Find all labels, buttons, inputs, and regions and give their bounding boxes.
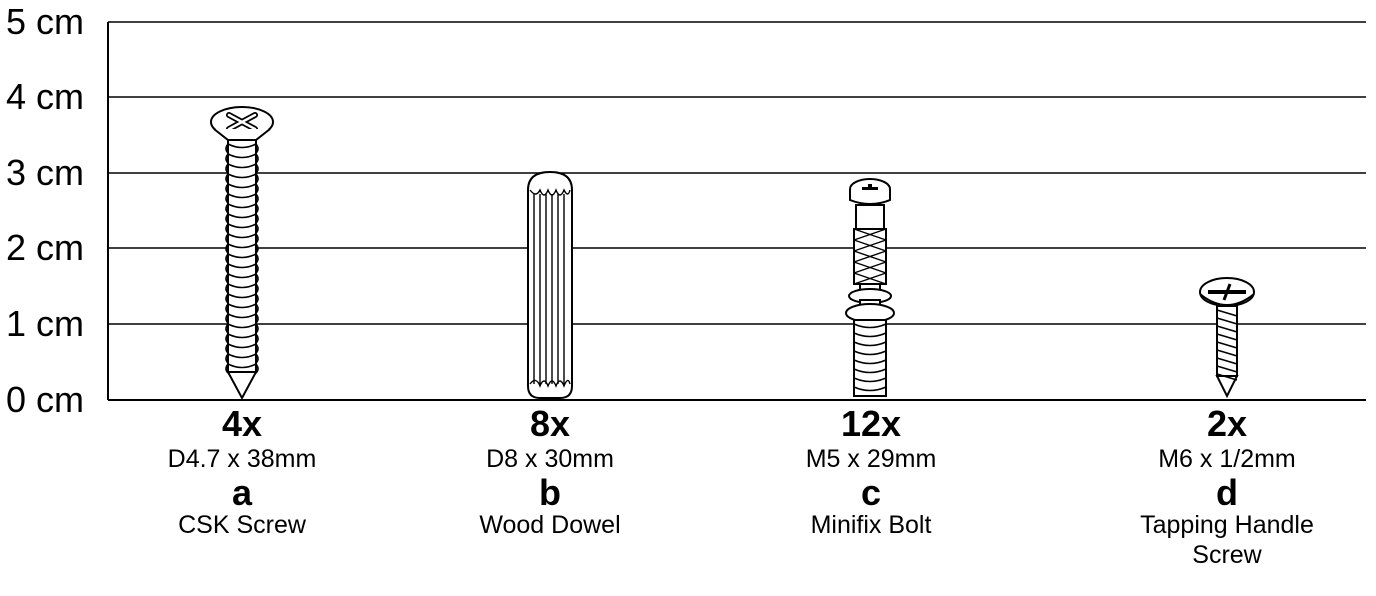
- bolt-thread-line: [853, 377, 887, 383]
- screw-thread-line: [227, 263, 257, 269]
- minifix-bolt-icon: [845, 178, 895, 397]
- bolt-knurl-line: [853, 239, 887, 252]
- screw-thread-line: [227, 183, 257, 189]
- screw-thread-line: [227, 233, 257, 239]
- screw-thread-edge: [225, 303, 259, 314]
- screw-thread-line: [1216, 357, 1238, 365]
- part-quantity: 12x: [840, 403, 902, 444]
- part-size: D8 x 30mm: [486, 445, 614, 473]
- scale-label-2cm: 2 cm: [6, 227, 85, 268]
- part-name: Wood Dowel: [479, 511, 621, 539]
- part-size: D4.7 x 38mm: [167, 445, 317, 473]
- part-name: Tapping Handle Screw: [1140, 511, 1314, 569]
- part-d: 2x M6 x 1/2mm d Tapping Handle Screw: [1097, 404, 1357, 570]
- screw-thread-edge: [225, 253, 259, 264]
- bolt-thread-line: [853, 368, 887, 374]
- scale-label-1cm: 1 cm: [6, 303, 85, 344]
- part-letter: a: [231, 472, 253, 513]
- part-letter: b: [539, 472, 561, 513]
- screw-thread-edge: [225, 273, 259, 284]
- scale-label-3cm: 3 cm: [6, 152, 85, 193]
- wood-dowel-icon: [527, 170, 573, 399]
- screw-thread-edge: [225, 243, 259, 254]
- part-b: 8x D8 x 30mm b Wood Dowel: [420, 404, 680, 540]
- screw-thread-line: [227, 283, 257, 289]
- screw-thread-edge: [225, 283, 259, 294]
- screw-thread-line: [227, 153, 257, 159]
- screw-thread-line: [227, 293, 257, 299]
- screw-thread-edge: [225, 213, 259, 224]
- screw-thread-line: [1216, 325, 1238, 333]
- screw-thread-line: [227, 253, 257, 259]
- countersunk-screw-icon: [210, 106, 274, 401]
- bolt-knurl-line: [853, 261, 887, 274]
- part-letter: d: [1216, 472, 1238, 513]
- screw-thread-line: [1216, 309, 1238, 317]
- part-name: CSK Screw: [178, 511, 306, 539]
- screw-thread-edge: [225, 263, 259, 274]
- screw-thread-edge: [225, 343, 259, 354]
- screw-thread-edge: [225, 203, 259, 214]
- screw-thread-edge: [225, 313, 259, 324]
- screw-thread-line: [227, 243, 257, 249]
- screw-thread-line: [227, 363, 257, 369]
- screw-thread-edge: [225, 323, 259, 334]
- bolt-knurl-line: [853, 228, 887, 241]
- screw-thread-line: [1216, 349, 1238, 357]
- part-name: Minifix Bolt: [810, 511, 932, 539]
- part-letter: c: [860, 472, 882, 513]
- screw-thread-edge: [225, 333, 259, 344]
- screw-thread-line: [227, 223, 257, 229]
- part-quantity: 4x: [221, 403, 263, 444]
- bolt-thread-line: [853, 350, 887, 356]
- screw-thread-edge: [225, 163, 259, 174]
- screw-thread-line: [227, 203, 257, 209]
- screw-thread-line: [227, 333, 257, 339]
- screw-thread-line: [227, 143, 257, 149]
- bolt-thread-line: [853, 323, 887, 329]
- screw-thread-line: [227, 343, 257, 349]
- screw-thread-line: [227, 173, 257, 179]
- part-a: 4x D4.7 x 38mm a CSK Screw: [112, 404, 372, 540]
- screw-thread-edge: [225, 173, 259, 184]
- screw-thread-line: [227, 303, 257, 309]
- screw-thread-line: [1216, 373, 1238, 381]
- scale-label-4cm: 4 cm: [6, 76, 85, 117]
- screw-thread-edge: [225, 223, 259, 234]
- screw-thread-line: [227, 273, 257, 279]
- bolt-thread-line: [853, 332, 887, 338]
- part-quantity: 2x: [1206, 403, 1248, 444]
- part-size: M6 x 1/2mm: [1158, 445, 1296, 473]
- scale-label-0cm: 0 cm: [6, 379, 85, 420]
- screw-thread-edge: [225, 183, 259, 194]
- bolt-thread-line: [853, 359, 887, 365]
- part-c: 12x M5 x 29mm c Minifix Bolt: [741, 404, 1001, 540]
- bolt-knurl-line: [853, 272, 887, 285]
- bolt-thread-line: [853, 341, 887, 347]
- screw-thread-line: [1216, 365, 1238, 373]
- screw-thread-edge: [225, 193, 259, 204]
- screw-thread-line: [227, 353, 257, 359]
- screw-thread-edge: [225, 293, 259, 304]
- part-quantity: 8x: [529, 403, 571, 444]
- screw-thread-line: [227, 323, 257, 329]
- tapping-screw-icon: [1199, 277, 1255, 399]
- screw-thread-line: [227, 313, 257, 319]
- screw-thread-line: [227, 193, 257, 199]
- screw-thread-edge: [225, 353, 259, 364]
- screw-thread-edge: [225, 153, 259, 164]
- screw-thread-line: [1216, 341, 1238, 349]
- screw-thread-line: [1216, 333, 1238, 341]
- part-size: M5 x 29mm: [805, 445, 937, 473]
- screw-thread-line: [227, 213, 257, 219]
- screw-thread-edge: [225, 143, 259, 154]
- screw-thread-edge: [225, 233, 259, 244]
- screw-thread-edge: [225, 363, 259, 374]
- bolt-thread-line: [853, 386, 887, 392]
- screw-thread-line: [1216, 317, 1238, 325]
- screw-thread-line: [227, 163, 257, 169]
- scale-label-5cm: 5 cm: [6, 1, 85, 42]
- bolt-knurl-line: [853, 250, 887, 263]
